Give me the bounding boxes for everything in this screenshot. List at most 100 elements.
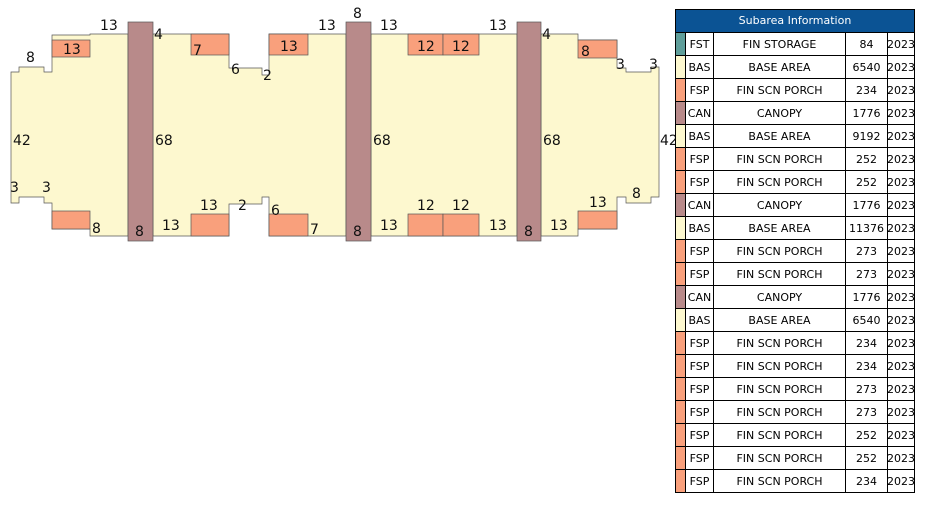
subarea-year: 2023 — [887, 240, 914, 262]
porches — [51, 33, 618, 237]
color-swatch — [676, 148, 685, 170]
subarea-area: 9192 — [845, 125, 887, 147]
porch — [51, 210, 91, 230]
dimension-label: 13 — [200, 198, 218, 214]
subarea-code: FSP — [685, 332, 713, 354]
subarea-description: CANOPY — [713, 102, 845, 124]
subarea-description: FIN SCN PORCH — [713, 401, 845, 423]
subarea-year: 2023 — [887, 309, 914, 331]
dimension-label: 13 — [489, 18, 507, 34]
base-area-center-left — [152, 33, 347, 237]
subarea-year: 2023 — [887, 263, 914, 285]
subarea-year: 2023 — [887, 355, 914, 377]
color-swatch — [676, 263, 685, 285]
porch — [190, 33, 230, 56]
top-dimension-labels: 8 13 13 4 7 6 2 13 13 8 13 12 12 13 4 8 … — [26, 6, 658, 84]
subarea-area: 273 — [845, 240, 887, 262]
subarea-code: BAS — [685, 217, 713, 239]
subarea-area: 6540 — [845, 309, 887, 331]
color-swatch — [676, 470, 685, 492]
subarea-description: BASE AREA — [713, 125, 845, 147]
dimension-label: 68 — [373, 133, 391, 149]
dimension-label: 68 — [543, 133, 561, 149]
subarea-year: 2023 — [887, 56, 914, 78]
subarea-year: 2023 — [887, 148, 914, 170]
color-swatch — [676, 217, 685, 239]
color-swatch — [676, 309, 685, 331]
color-swatch — [676, 79, 685, 101]
porch — [190, 213, 230, 237]
dimension-label: 13 — [380, 18, 398, 34]
subarea-code: FSP — [685, 424, 713, 446]
porch — [442, 33, 480, 56]
subarea-code: FST — [685, 33, 713, 55]
dimension-label: 13 — [280, 39, 298, 55]
dimension-label: 8 — [524, 224, 533, 240]
subarea-year: 2023 — [887, 424, 914, 446]
porch — [268, 213, 309, 237]
subarea-area: 1776 — [845, 194, 887, 216]
dimension-label: 6 — [231, 62, 240, 78]
dimension-label: 13 — [489, 218, 507, 234]
subarea-year: 2023 — [887, 401, 914, 423]
subarea-description: FIN SCN PORCH — [713, 171, 845, 193]
canopy — [127, 21, 154, 242]
subarea-year: 2023 — [887, 102, 914, 124]
dimension-label: 13 — [100, 18, 118, 34]
porch — [268, 33, 309, 56]
dimension-label: 8 — [353, 224, 362, 240]
subarea-code: FSP — [685, 240, 713, 262]
subarea-area: 234 — [845, 470, 887, 492]
subarea-area: 252 — [845, 148, 887, 170]
subarea-year: 2023 — [887, 125, 914, 147]
color-swatch — [676, 401, 685, 423]
subarea-description: FIN SCN PORCH — [713, 355, 845, 377]
subarea-code: FSP — [685, 378, 713, 400]
subarea-description: CANOPY — [713, 286, 845, 308]
canopies — [127, 21, 542, 242]
subarea-area: 6540 — [845, 56, 887, 78]
building-sketch: 8 13 13 4 7 6 2 13 13 8 13 12 12 13 4 8 … — [10, 6, 675, 242]
subarea-area: 234 — [845, 332, 887, 354]
color-swatch — [676, 447, 685, 469]
subarea-description: FIN SCN PORCH — [713, 240, 845, 262]
dimension-label: 8 — [581, 44, 590, 60]
dimension-label: 42 — [660, 133, 675, 149]
porch — [577, 210, 618, 230]
porch — [577, 39, 618, 59]
color-swatch — [676, 171, 685, 193]
subarea-year: 2023 — [887, 286, 914, 308]
dimension-label: 3 — [616, 57, 625, 73]
dimension-label: 12 — [417, 39, 435, 55]
canopy — [516, 21, 542, 242]
subarea-area: 252 — [845, 171, 887, 193]
subarea-code: FSP — [685, 355, 713, 377]
subarea-description: FIN SCN PORCH — [713, 263, 845, 285]
dimension-label: 13 — [162, 218, 180, 234]
subarea-year: 2023 — [887, 378, 914, 400]
porch — [51, 39, 91, 58]
porch — [407, 213, 444, 237]
dimension-label: 13 — [318, 18, 336, 34]
subarea-code: FSP — [685, 79, 713, 101]
bottom-dimension-labels: 3 3 8 8 13 13 2 6 7 8 13 12 12 13 8 13 1… — [10, 180, 641, 240]
base-areas — [10, 33, 660, 237]
subarea-code: FSP — [685, 171, 713, 193]
subarea-description: FIN SCN PORCH — [713, 332, 845, 354]
base-area-center-right — [370, 33, 518, 237]
subarea-description: FIN SCN PORCH — [713, 148, 845, 170]
dimension-label: 7 — [310, 222, 319, 238]
